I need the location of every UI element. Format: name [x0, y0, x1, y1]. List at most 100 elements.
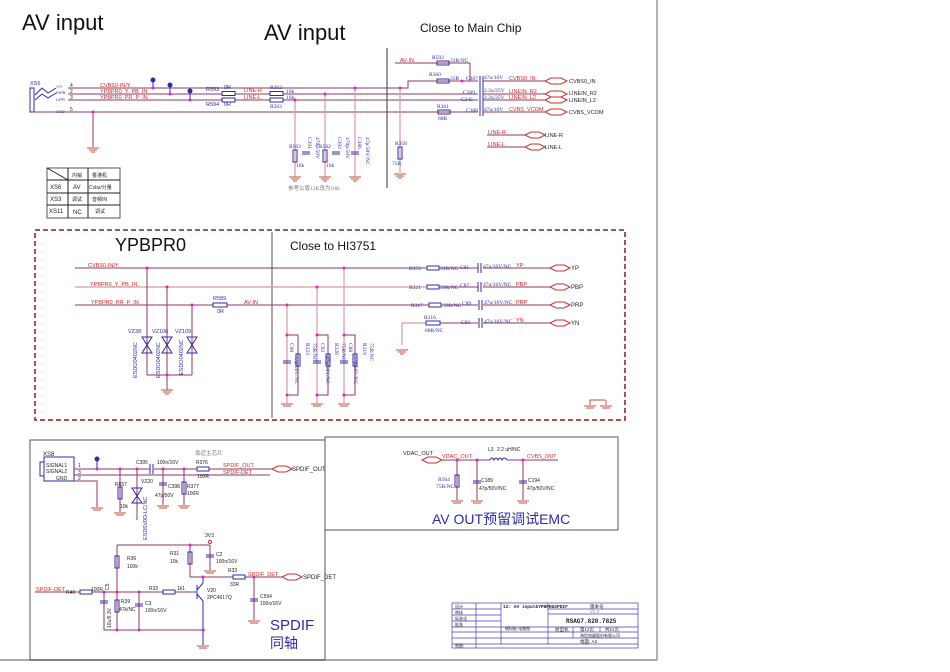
ref-label: VZ106: [152, 329, 168, 335]
tb-sheet: 幅面: A3: [580, 638, 598, 645]
value-label: 47u/16V/NC: [483, 282, 512, 288]
title-av-input-left: AV input: [22, 10, 104, 35]
value-label: 47p/50V/NC: [293, 356, 299, 385]
table-cell: AV: [73, 185, 81, 191]
value-label: 33R/NC: [440, 266, 459, 272]
junction-dot: [315, 393, 319, 397]
ref-label: R358: [395, 141, 407, 147]
table-header: 内销: [72, 172, 82, 179]
port-vdac-out: [420, 456, 444, 464]
table-cell: NC: [73, 210, 82, 216]
tvs-diode-icon: [141, 336, 153, 354]
junction-dot: [285, 303, 289, 307]
value-label: ESDO0402NC: [156, 342, 162, 378]
resistor-r317: [428, 302, 442, 308]
port-label: LINEIN_L2: [569, 98, 596, 104]
ground-icon: [584, 399, 612, 409]
ground-icon: [91, 507, 103, 511]
value-label: 47p/50V/NC: [364, 137, 370, 166]
value-label: 100R: [187, 491, 199, 497]
value-label: 10k: [170, 559, 179, 565]
ref-label: C90: [288, 343, 294, 352]
tb-module: 模拟板 电路图: [505, 625, 530, 631]
value-label: 75R/NC: [368, 343, 374, 362]
npn-transistor-icon: [196, 577, 204, 645]
value-label: 47u/16V: [484, 107, 503, 113]
net-label: YPBPR0_Y_PB_IN: [90, 282, 137, 288]
ref-label: C92: [319, 343, 325, 352]
value-label: 10u/6.3V: [107, 607, 113, 628]
ref-label: R563: [289, 144, 301, 150]
value-label: 47u/16V/NC: [483, 264, 512, 270]
value-label: 470p/50V: [314, 137, 320, 159]
resistor-r358: [397, 146, 403, 160]
ref-label: C89: [462, 301, 471, 307]
port-yn: [548, 319, 572, 327]
ref-label: R593: [206, 87, 219, 93]
ground-icon: [157, 505, 169, 509]
close-hi3751-title: Close to HI3751: [290, 239, 376, 253]
ref-label: R317: [411, 303, 423, 309]
pin-name: GND: [56, 476, 68, 482]
tb-total: 共21页: [605, 626, 620, 633]
ground-icon: [114, 512, 126, 516]
net-label: CVBS_OUT: [527, 454, 557, 460]
table-cell: 音频IN: [92, 196, 107, 203]
tb-role: 标准化: [455, 615, 467, 621]
value-label: 0R: [224, 85, 231, 91]
ref-label: R594: [206, 102, 219, 108]
ref-label: R377: [187, 484, 199, 490]
pin-number: 4: [70, 83, 73, 89]
value-label: 100n/16V: [157, 460, 179, 466]
tb-version-label: 版本号: [590, 603, 604, 610]
ref-label: C5: [105, 583, 111, 590]
ref-label: C93: [461, 320, 470, 326]
tvs-diode-icon: [131, 487, 143, 504]
table-cell: Cvbs/分量: [89, 184, 112, 191]
ref-label: C392: [336, 137, 342, 149]
pin-number: 1: [78, 463, 81, 469]
value-label: 10k: [296, 163, 305, 169]
ground-icon: [161, 389, 173, 395]
net-label: YP: [516, 263, 524, 269]
value-label: 100n/16V: [145, 608, 167, 614]
net-label: AV-IN: [244, 300, 258, 306]
power-label: 3V3: [205, 533, 214, 539]
resistor-r362: [269, 91, 284, 96]
pin-number: 3: [78, 470, 81, 476]
value-label: 75R/NC: [436, 484, 455, 490]
ref-label: VZ109: [175, 329, 191, 335]
net-label: PRP: [516, 300, 528, 306]
port-label: LINE-R: [545, 133, 563, 139]
resistor: [325, 353, 331, 367]
value-label: 2.2u/25V: [484, 95, 505, 101]
ref-label: C194: [528, 478, 540, 484]
ref-label: R321: [409, 285, 421, 291]
ref-label: C3: [145, 601, 152, 607]
pin-number: 2: [70, 89, 73, 95]
power-icon: [208, 540, 212, 544]
resistor: [352, 353, 358, 367]
resistor-r360: [436, 78, 450, 84]
ypbpr-section-box: [34, 229, 626, 421]
value-label: 75R/NC: [340, 343, 346, 362]
net-label: SPDIF-DET: [36, 587, 66, 593]
resistor-r657: [117, 486, 123, 500]
tb-doc-number: RSAG7.820.7825: [566, 618, 617, 625]
port-spdif-out: [270, 465, 294, 473]
ref-label: R353: [409, 266, 421, 272]
note: 靠近主芯片: [195, 449, 223, 457]
ref-label: R323: [304, 343, 310, 355]
spdif-cn-title: 同轴: [270, 635, 298, 651]
ref-label: C389: [463, 90, 475, 96]
resistor-r376: [196, 466, 210, 472]
resistor-r594: [221, 97, 236, 103]
net-label: YN: [516, 318, 524, 324]
ref-label: C87: [460, 283, 469, 289]
ref-label: C91: [460, 265, 469, 271]
net-label: YPBPR0_PR_P_IN: [91, 300, 139, 306]
ground-icon: [319, 176, 331, 182]
resistor-r361: [437, 109, 451, 115]
